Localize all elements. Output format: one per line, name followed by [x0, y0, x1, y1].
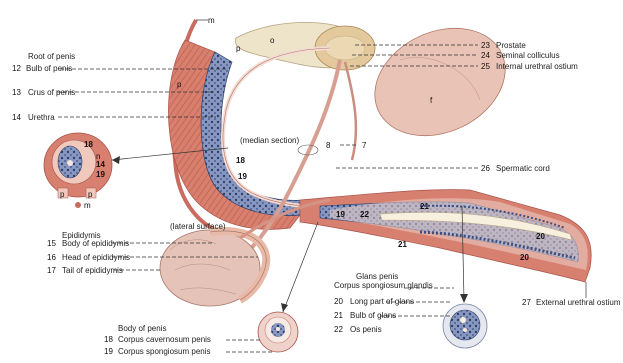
number-13: 13: [12, 88, 21, 97]
cross-section-glans: [443, 304, 487, 348]
letter-f: f: [430, 96, 432, 105]
number-23: 23: [481, 41, 490, 50]
letter-p-upper: p: [236, 44, 240, 53]
number-19-body: 19: [336, 210, 345, 219]
label-body-of-penis: Body of penis: [118, 324, 166, 333]
number-18-root: 18: [236, 156, 245, 165]
label-os-penis: Os penis: [350, 325, 382, 334]
number-19-root: 19: [238, 172, 247, 181]
label-bulb-of-penis: Bulb of penis: [26, 64, 72, 73]
label-crus-of-penis: Crus of penis: [28, 88, 75, 97]
letter-m-top: m: [208, 16, 215, 25]
number-22: 22: [334, 325, 343, 334]
label-corpus-spongiosum-glandis: Corpus spongiosum glandis: [334, 281, 433, 290]
bladder: [357, 8, 523, 156]
number-24: 24: [481, 51, 490, 60]
label-external-urethral-ostium: External urethral ostium: [536, 298, 620, 307]
number-19: 19: [104, 347, 113, 356]
number-16: 16: [47, 253, 56, 262]
label-bulb-of-glans: Bulb of glans: [350, 311, 396, 320]
number-27: 27: [522, 298, 531, 307]
label-median-section: (median section): [240, 136, 299, 145]
number-7: 7: [362, 141, 366, 150]
section-number-18: 18: [84, 140, 93, 149]
number-20: 20: [334, 297, 343, 306]
label-head-of-epididymis: Head of epididymis: [62, 253, 130, 262]
label-lateral-surface: (lateral surface): [170, 222, 226, 231]
section-letter-m: m: [84, 201, 91, 210]
label-seminal-colliculus: Seminal colliculus: [496, 51, 560, 60]
letter-p-root: p: [177, 80, 181, 89]
label-prostate: Prostate: [496, 41, 526, 50]
label-body-of-epididymis: Body of epididymis: [62, 239, 129, 248]
section-number-19: 19: [96, 170, 105, 179]
number-21-top: 21: [420, 202, 429, 211]
number-21: 21: [334, 311, 343, 320]
label-corpus-spongiosum-penis: Corpus spongiosum penis: [118, 347, 211, 356]
section-letter-p-left: p: [60, 190, 64, 199]
number-15: 15: [47, 239, 56, 248]
label-urethra: Urethra: [28, 113, 55, 122]
label-tail-of-epididymis: Tail of epididymis: [62, 266, 123, 275]
number-22-body: 22: [360, 210, 369, 219]
label-root-of-penis: Root of penis: [28, 52, 75, 61]
number-18: 18: [104, 335, 113, 344]
number-26: 26: [481, 164, 490, 173]
number-8: 8: [326, 141, 330, 150]
label-glans-penis: Glans penis: [356, 272, 398, 281]
section-number-14: 14: [96, 160, 105, 169]
number-14: 14: [12, 113, 21, 122]
label-internal-urethral-ostium: Internal urethral ostium: [496, 62, 578, 71]
number-21-bottom: 21: [398, 240, 407, 249]
number-25: 25: [481, 62, 490, 71]
label-corpus-cavernosum-penis: Corpus cavernosum penis: [118, 335, 211, 344]
number-20-top: 20: [536, 232, 545, 241]
number-12: 12: [12, 64, 21, 73]
number-17: 17: [47, 266, 56, 275]
label-long-part-of-glans: Long part of glans: [350, 297, 414, 306]
label-spermatic-cord: Spermatic cord: [496, 164, 550, 173]
letter-o: o: [270, 36, 274, 45]
cross-section-body: [258, 312, 298, 352]
number-20-bottom: 20: [520, 253, 529, 262]
section-letter-p-right: p: [88, 190, 92, 199]
